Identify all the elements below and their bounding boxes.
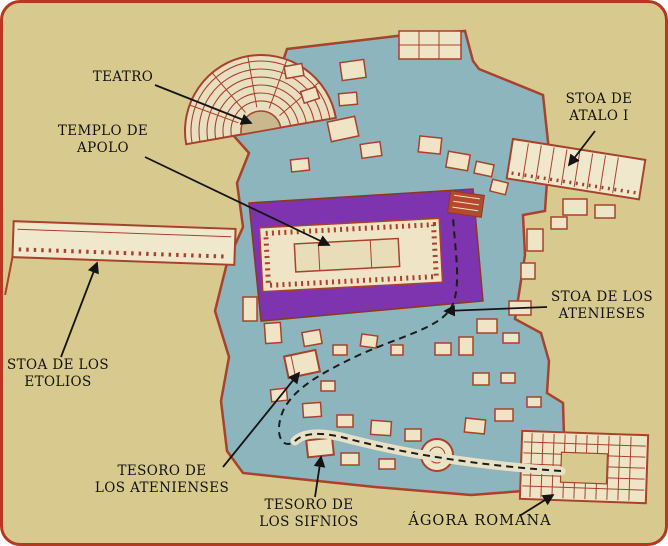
misc-buildings [242,30,544,470]
arrow-teatro [154,84,253,125]
label-templo-de-apolo-line2: APOLO [77,140,129,156]
delphi-site-map [4,29,650,516]
label-templo-de-apolo: TEMPLO DE APOLO [43,123,163,157]
arrow-stoa-de-atalo [567,130,596,167]
label-tesoro-de-los-sifnios-line2: LOS SIFNIOS [259,514,359,530]
roman-agora-structure [518,429,650,505]
label-tesoro-de-los-atenienses: TESORO DE LOS ATENIENSES [91,463,233,497]
label-stoa-de-atalo: STOA DE ATALO I [553,91,645,125]
arrow-stoa-de-los-etolios [60,261,99,358]
label-stoa-de-los-atenieses-line2: ATENIESES [558,306,646,322]
arrow-tesoro-de-los-atenienses [222,371,301,468]
arrow-stoa-de-los-atenieses [443,304,548,317]
retaining-structure [447,190,485,218]
label-agora-romana-line1: ÁGORA ROMANA [408,513,552,529]
label-stoa-de-los-etolios-line2: ETOLIOS [24,374,92,390]
label-tesoro-de-los-sifnios: TESORO DE LOS SIFNIOS [251,497,367,531]
label-stoa-de-los-etolios-line1: STOA DE LOS [6,357,109,373]
label-tesoro-de-los-atenienses-line1: TESORO DE [117,463,207,479]
label-stoa-de-los-etolios: STOA DE LOS ETOLIOS [5,357,111,391]
sacred-way-path [277,216,566,476]
annotation-arrows [60,84,596,516]
label-agora-romana: ÁGORA ROMANA [403,513,557,530]
treasury-of-the-siphnians-structure [305,436,335,459]
label-stoa-de-atalo-line2: ATALO I [569,108,629,124]
stoa-of-attalos-structure [505,137,647,201]
label-stoa-de-atalo-line1: STOA DE [565,91,633,107]
label-tesoro-de-los-atenienses-line2: LOS ATENIENSES [94,480,230,496]
arrow-agora-romana [520,494,555,516]
label-stoa-de-los-atenieses: STOA DE LOS ATENIESES [541,289,663,323]
label-templo-de-apolo-line1: TEMPLO DE [57,123,149,139]
theater-structure [184,54,338,146]
label-teatro: TEATRO [81,69,165,86]
label-tesoro-de-los-sifnios-line1: TESORO DE [264,497,354,513]
temple-of-apollo-structure [258,217,444,293]
buildings-below-stoa-attalos [550,198,616,230]
arrow-tesoro-de-los-sifnios [313,455,326,498]
stoa-of-the-aetolians-structure [4,220,237,296]
label-stoa-de-los-atenieses-line1: STOA DE LOS [550,289,653,305]
arrow-templo-de-apolo [144,156,331,246]
label-teatro-line1: TEATRO [92,69,154,85]
